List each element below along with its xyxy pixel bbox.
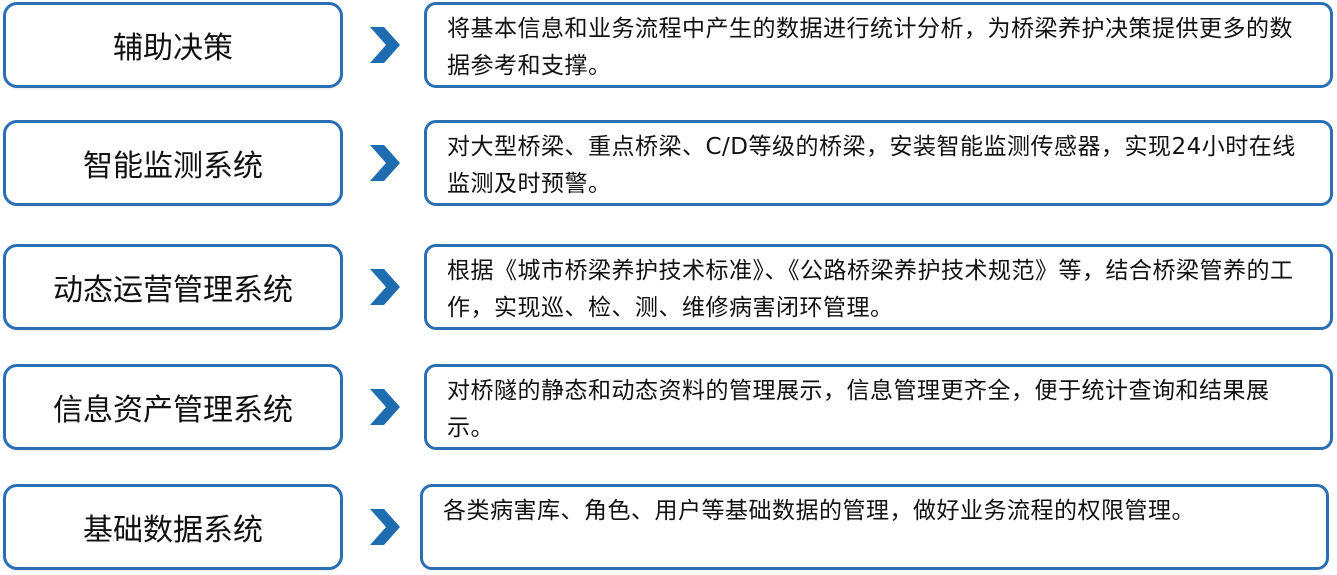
chevron-right-icon bbox=[370, 509, 400, 545]
system-name-box: 动态运营管理系统 bbox=[3, 244, 343, 330]
chevron-right-icon bbox=[370, 145, 400, 181]
system-description-box: 对桥隧的静态和动态资料的管理展示，信息管理更齐全，便于统计查询和结果展示。 bbox=[424, 364, 1333, 450]
system-name: 智能监测系统 bbox=[83, 149, 263, 184]
system-description: 根据《城市桥梁养护技术标准》、《公路桥梁养护技术规范》等，结合桥梁管养的工作，实… bbox=[447, 258, 1294, 321]
system-description-box: 各类病害库、角色、用户等基础数据的管理，做好业务流程的权限管理。 bbox=[420, 484, 1329, 570]
system-name-box: 信息资产管理系统 bbox=[3, 364, 343, 450]
system-name: 辅助决策 bbox=[113, 31, 233, 66]
system-name: 基础数据系统 bbox=[83, 513, 263, 548]
system-name-box: 辅助决策 bbox=[3, 2, 343, 88]
system-name: 信息资产管理系统 bbox=[53, 393, 293, 428]
system-description: 对大型桥梁、重点桥梁、C/D等级的桥梁，安装智能监测传感器，实现24小时在线监测… bbox=[447, 134, 1296, 197]
system-description-box: 对大型桥梁、重点桥梁、C/D等级的桥梁，安装智能监测传感器，实现24小时在线监测… bbox=[424, 120, 1333, 206]
chevron-right-icon bbox=[370, 389, 400, 425]
system-description: 将基本信息和业务流程中产生的数据进行统计分析，为桥梁养护决策提供更多的数据参考和… bbox=[447, 16, 1293, 79]
system-name: 动态运营管理系统 bbox=[53, 273, 293, 308]
system-description: 各类病害库、角色、用户等基础数据的管理，做好业务流程的权限管理。 bbox=[443, 498, 1195, 524]
system-description-box: 根据《城市桥梁养护技术标准》、《公路桥梁养护技术规范》等，结合桥梁管养的工作，实… bbox=[424, 244, 1333, 330]
chevron-right-icon bbox=[370, 269, 400, 305]
system-name-box: 智能监测系统 bbox=[3, 120, 343, 206]
system-name-box: 基础数据系统 bbox=[3, 484, 343, 570]
system-description: 对桥隧的静态和动态资料的管理展示，信息管理更齐全，便于统计查询和结果展示。 bbox=[447, 378, 1270, 441]
chevron-right-icon bbox=[370, 27, 400, 63]
system-description-box: 将基本信息和业务流程中产生的数据进行统计分析，为桥梁养护决策提供更多的数据参考和… bbox=[424, 2, 1333, 88]
